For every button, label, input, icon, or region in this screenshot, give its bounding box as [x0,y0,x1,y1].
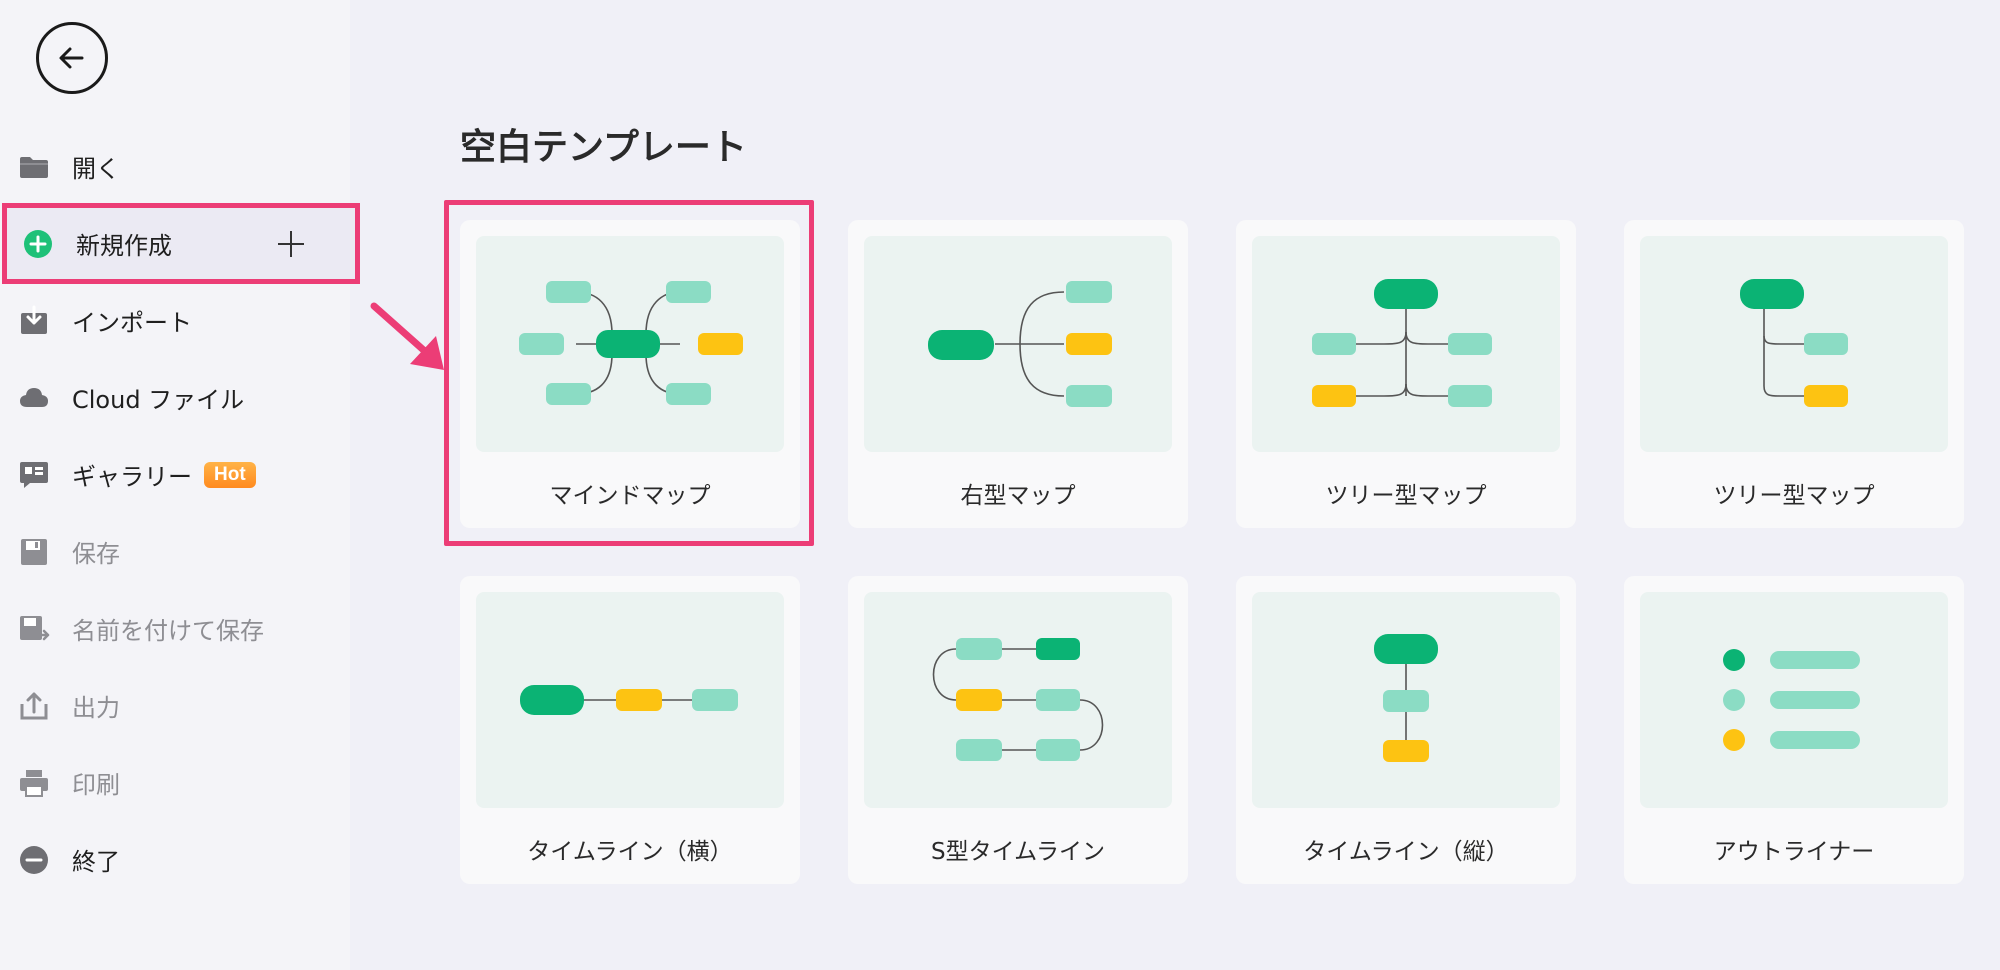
template-label: ツリー型マップ [1325,483,1487,509]
folder-icon [18,151,50,183]
template-card-right-map[interactable]: 右型マップ [848,220,1188,528]
template-label: タイムライン（横） [527,839,733,865]
template-card-tree-map[interactable]: ツリー型マップ [1236,220,1576,528]
sidebar-item-save[interactable]: 保存 [0,513,350,590]
template-label: アウトライナー [1713,839,1875,865]
template-thumbnail [1252,236,1560,452]
template-card-timeline-horizontal[interactable]: タイムライン（横） [460,576,800,884]
sidebar-item-label: ギャラリー [72,463,192,491]
template-label: タイムライン（縦） [1303,839,1509,865]
sidebar-item-label: 終了 [72,848,120,876]
template-thumbnail [864,592,1172,808]
hot-badge: Hot [204,461,256,488]
sidebar-item-label: 新規作成 [76,232,172,260]
template-thumbnail [1252,592,1560,808]
sidebar-item-print[interactable]: 印刷 [0,744,350,821]
add-icon[interactable] [276,229,306,259]
template-card-s-timeline[interactable]: S型タイムライン [848,576,1188,884]
sidebar: 開く 新規作成 インポート Cloud ファイル [0,0,360,970]
gallery-icon [18,459,50,491]
plus-circle-icon [22,228,54,260]
minus-circle-icon [18,844,50,876]
template-card-outliner[interactable]: アウトライナー [1624,576,1964,884]
cloud-icon [18,382,50,414]
sidebar-item-label: インポート [72,309,192,337]
sidebar-item-gallery[interactable]: ギャラリー Hot [0,436,350,513]
sidebar-item-export[interactable]: 出力 [0,667,350,744]
template-thumbnail [476,592,784,808]
template-card-tree-map-left[interactable]: ツリー型マップ [1624,220,1964,528]
save-icon [18,536,50,568]
sidebar-item-label: 開く [72,155,120,183]
import-icon [18,305,50,337]
section-title: 空白テンプレート [460,127,747,168]
template-label: 右型マップ [960,483,1076,509]
print-icon [18,767,50,799]
sidebar-item-cloud[interactable]: Cloud ファイル [0,359,350,436]
sidebar-item-new[interactable]: 新規作成 [2,203,360,284]
sidebar-item-label: 出力 [72,694,120,722]
export-icon [18,690,50,722]
sidebar-item-open[interactable]: 開く [0,128,350,205]
sidebar-item-save-as[interactable]: 名前を付けて保存 [0,590,350,667]
sidebar-item-label: 名前を付けて保存 [72,617,264,645]
sidebar-menu: 開く 新規作成 インポート Cloud ファイル [0,128,360,898]
sidebar-item-label: 印刷 [72,771,120,799]
sidebar-item-label: 保存 [72,540,120,568]
template-card-mindmap[interactable]: マインドマップ [460,220,800,528]
template-label: マインドマップ [549,483,711,509]
template-card-timeline-vertical[interactable]: タイムライン（縦） [1236,576,1576,884]
template-thumbnail [1640,236,1948,452]
sidebar-item-import[interactable]: インポート [0,282,350,359]
arrow-annotation-icon [370,302,444,370]
arrow-left-icon [59,47,84,69]
template-thumbnail [1640,592,1948,808]
template-label: ツリー型マップ [1713,483,1875,509]
save-as-icon [18,613,50,645]
template-thumbnail [864,236,1172,452]
sidebar-item-exit[interactable]: 終了 [0,821,350,898]
sidebar-item-label: Cloud ファイル [72,386,245,414]
back-button[interactable] [36,22,108,94]
template-thumbnail [476,236,784,452]
template-label: S型タイムライン [931,839,1105,865]
